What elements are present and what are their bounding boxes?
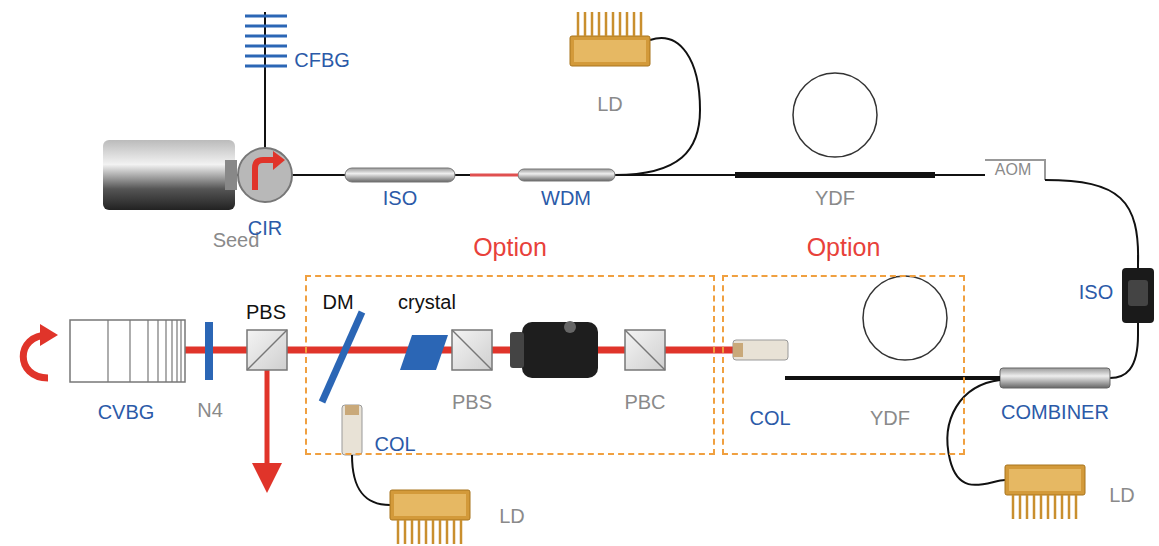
grating-tick [245, 45, 287, 48]
diode-pin [633, 12, 636, 36]
diode-pin [1019, 495, 1022, 519]
diode-pin [425, 520, 428, 544]
grating-line [107, 320, 108, 382]
diode-pin [411, 520, 414, 544]
diode-face [574, 40, 646, 62]
grating-ticks [245, 16, 287, 66]
diode-face [394, 494, 466, 516]
diode-pin [1012, 495, 1015, 519]
part-label: N4 [197, 400, 223, 420]
grating-tick [245, 25, 287, 28]
part-label: LD [597, 94, 623, 114]
part-label: crystal [398, 292, 456, 312]
grating-line [129, 320, 130, 382]
diode-pin [1054, 495, 1057, 519]
diode-pin [640, 12, 643, 36]
diode-pin [404, 520, 407, 544]
part-label: CIR [248, 218, 282, 238]
diode-pin [619, 12, 622, 36]
diode-pin [1068, 495, 1071, 519]
grating-line [157, 320, 158, 382]
diode-pin [397, 520, 400, 544]
part-label: AOM [995, 162, 1031, 178]
part-label: LD [499, 506, 525, 526]
part-label: LD [1109, 485, 1135, 505]
part-label: ISO [383, 188, 417, 208]
part-label: COL [374, 434, 415, 454]
grating-line [180, 320, 181, 382]
part-label: PBS [246, 302, 286, 322]
diode-pin [1026, 495, 1029, 519]
part-label: COMBINER [1001, 402, 1109, 422]
diode-pin [1047, 495, 1050, 519]
grating-tick [245, 35, 287, 38]
diode-face [1009, 469, 1081, 491]
region-heading: Option [724, 233, 963, 262]
laser-diodes [390, 12, 1085, 544]
grating-tick [245, 15, 287, 18]
diode-pin [612, 12, 615, 36]
part-label: YDF [870, 408, 910, 428]
grating-line [176, 320, 177, 382]
region-heading: Option [307, 233, 713, 262]
diode-pin [584, 12, 587, 36]
option-region: Option [722, 275, 965, 455]
diode-pin [605, 12, 608, 36]
diode-pin [432, 520, 435, 544]
part-label: PBC [624, 392, 665, 412]
diode-pin [1061, 495, 1064, 519]
part-label: ISO [1079, 282, 1113, 302]
part-label: COL [749, 408, 790, 428]
part-label: PBS [452, 392, 492, 412]
part-label: WDM [541, 188, 591, 208]
part-label: CVBG [98, 402, 155, 422]
diode-pin [453, 520, 456, 544]
diode-pin [591, 12, 594, 36]
diode-body [570, 36, 650, 66]
grating-line [165, 320, 166, 382]
grating-tick [245, 65, 287, 68]
diode-pin [1033, 495, 1036, 519]
diode-pin [577, 12, 580, 36]
diode-pin [460, 520, 463, 544]
diode-body [1005, 465, 1085, 495]
diode-pin [1075, 495, 1078, 519]
diode-pin [626, 12, 629, 36]
part-label: YDF [815, 188, 855, 208]
grating-tick [245, 55, 287, 58]
diode-pin [446, 520, 449, 544]
diode-pin [598, 12, 601, 36]
option-region: Option [305, 275, 715, 455]
part-label: DM [322, 292, 353, 312]
part-label: CFBG [294, 50, 350, 70]
diode-pin [418, 520, 421, 544]
grating-lines [108, 320, 181, 382]
diode-body [390, 490, 470, 520]
diode-pin [439, 520, 442, 544]
grating-line [171, 320, 172, 382]
diode-pin [1040, 495, 1043, 519]
grating-line [147, 320, 148, 382]
